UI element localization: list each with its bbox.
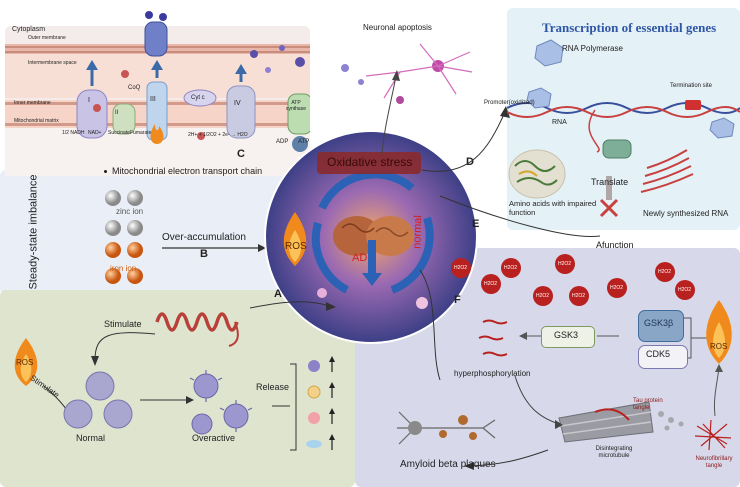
panel-letter-a: A (274, 288, 282, 300)
adp-label: ADP (276, 139, 289, 145)
h2o2-3: H2O2 (558, 261, 572, 267)
ros-flame-center (283, 212, 307, 266)
inner-membrane-label: Inner membrane (14, 100, 51, 106)
neuronal-apoptosis-label: Neuronal apoptosis (363, 23, 432, 32)
h2o2-8: H2O2 (658, 269, 672, 275)
complex-ii-label: II (115, 110, 119, 116)
hyperphosphorylation-label: hyperphosphorylation (454, 369, 531, 378)
intermembrane-label: Intermembrane space (28, 60, 77, 66)
microtubule-label: Disintegrating microtubule (595, 446, 633, 459)
termination-label: Termination site (670, 83, 713, 89)
gsk3-box (541, 326, 595, 348)
h2o2-5: H2O2 (536, 293, 550, 299)
h2o2-2: H2O2 (504, 265, 518, 271)
cytc-label: Cyt c (191, 95, 205, 101)
gsk3-label: GSK3 (554, 330, 579, 340)
afunction-label: Afunction (596, 240, 634, 250)
h2o2-4: H2O2 (484, 281, 498, 287)
panel-letter-b: B (200, 248, 208, 260)
oxidative-stress-banner (317, 152, 421, 174)
amino-acids-label: Amino acids with impaired function (509, 199, 597, 217)
cdk5-box (638, 345, 688, 369)
iron-ion-label: iron ion (110, 264, 137, 273)
oxidative-stress-label: Oxidative stress (327, 155, 413, 169)
normal-cell-label: Normal (76, 433, 106, 443)
floating-particles-2 (341, 64, 364, 85)
fumarate-label: Fumarate (130, 130, 152, 136)
membrane-channel (144, 11, 168, 57)
over-accumulation-label: Over-accumulation (162, 232, 246, 243)
neurofibrillary-label: Neurofibrillary tangle (695, 456, 733, 469)
overactive-label: Overactive (192, 433, 236, 443)
cytoplasm-label: Cytoplasm (12, 26, 46, 33)
nad-label: NAD+ (88, 130, 102, 136)
coq-label: CoQ (128, 85, 141, 91)
etc-title: Mitochondrial electron transport chain (112, 166, 263, 176)
transcription-diagram (507, 39, 740, 218)
central-brain-circle (264, 130, 478, 344)
panel-letter-f: F (454, 294, 461, 306)
nadh-label: 1/2 NADH (62, 130, 85, 136)
transcription-title: Transcription of essential genes (542, 20, 717, 35)
gsk3b-label: GSK3β (644, 318, 674, 328)
cdk5-label: CDK5 (646, 349, 671, 359)
panel-letter-c: C (237, 148, 245, 160)
left-panel (0, 170, 300, 295)
release-label: Release (256, 382, 290, 392)
ros-microglia-label: ROS (16, 358, 34, 367)
matrix-label: Mitochondrial matrix (14, 118, 59, 124)
stimulate-top-label: Stimulate (104, 319, 142, 329)
mitochondria-diagram (5, 44, 310, 176)
apoptosis-arrow (381, 70, 400, 155)
microglia-diagram (14, 332, 335, 451)
apoptotic-neuron (365, 43, 473, 104)
translate-label: Translate (591, 177, 629, 187)
complex-iii-label: III (150, 96, 156, 103)
water-equation: 2H+ + 1/2O2 + 2e- → H2O (188, 132, 248, 138)
amyloid-label: Amyloid beta plaques (400, 459, 496, 470)
zinc-ion-label: zinc ion (116, 207, 144, 216)
gsk3b-box (638, 310, 684, 342)
rna-label: RNA (552, 119, 567, 126)
outer-membrane-label: Outer membrane (28, 35, 66, 41)
h2o2-7: H2O2 (610, 285, 624, 291)
h2o2-6: H2O2 (572, 293, 586, 299)
bullet-dot (104, 170, 107, 173)
promoter-label: Promoter(oxidized) (484, 100, 535, 106)
ros-tau-label: ROS (710, 342, 728, 351)
ad-label: AD (352, 252, 368, 264)
complex-iv-label: IV (234, 100, 241, 107)
h2o2-9: H2O2 (678, 287, 692, 293)
h2o2-1: H2O2 (454, 265, 468, 271)
newly-rna-label: Newly synthesized RNA (643, 209, 729, 218)
panel-letter-e: E (472, 218, 480, 230)
receptor-protein (155, 312, 239, 347)
tau-tangle-label: Tau protein tangle (633, 398, 663, 411)
atp-synthase-label: ATP synthase (285, 100, 306, 112)
floating-particles (250, 45, 305, 73)
complex-i-label: I (88, 97, 90, 104)
ion-spheres (105, 190, 143, 284)
over-accumulation-arrow (162, 244, 266, 252)
succinate-label: Succinate (108, 130, 130, 136)
ros-center-label: ROS (285, 241, 307, 252)
tau-diagram (397, 254, 732, 451)
rna-polymerase-label: RNA Polymerase (562, 44, 623, 53)
atp-label: ATP (298, 139, 310, 145)
